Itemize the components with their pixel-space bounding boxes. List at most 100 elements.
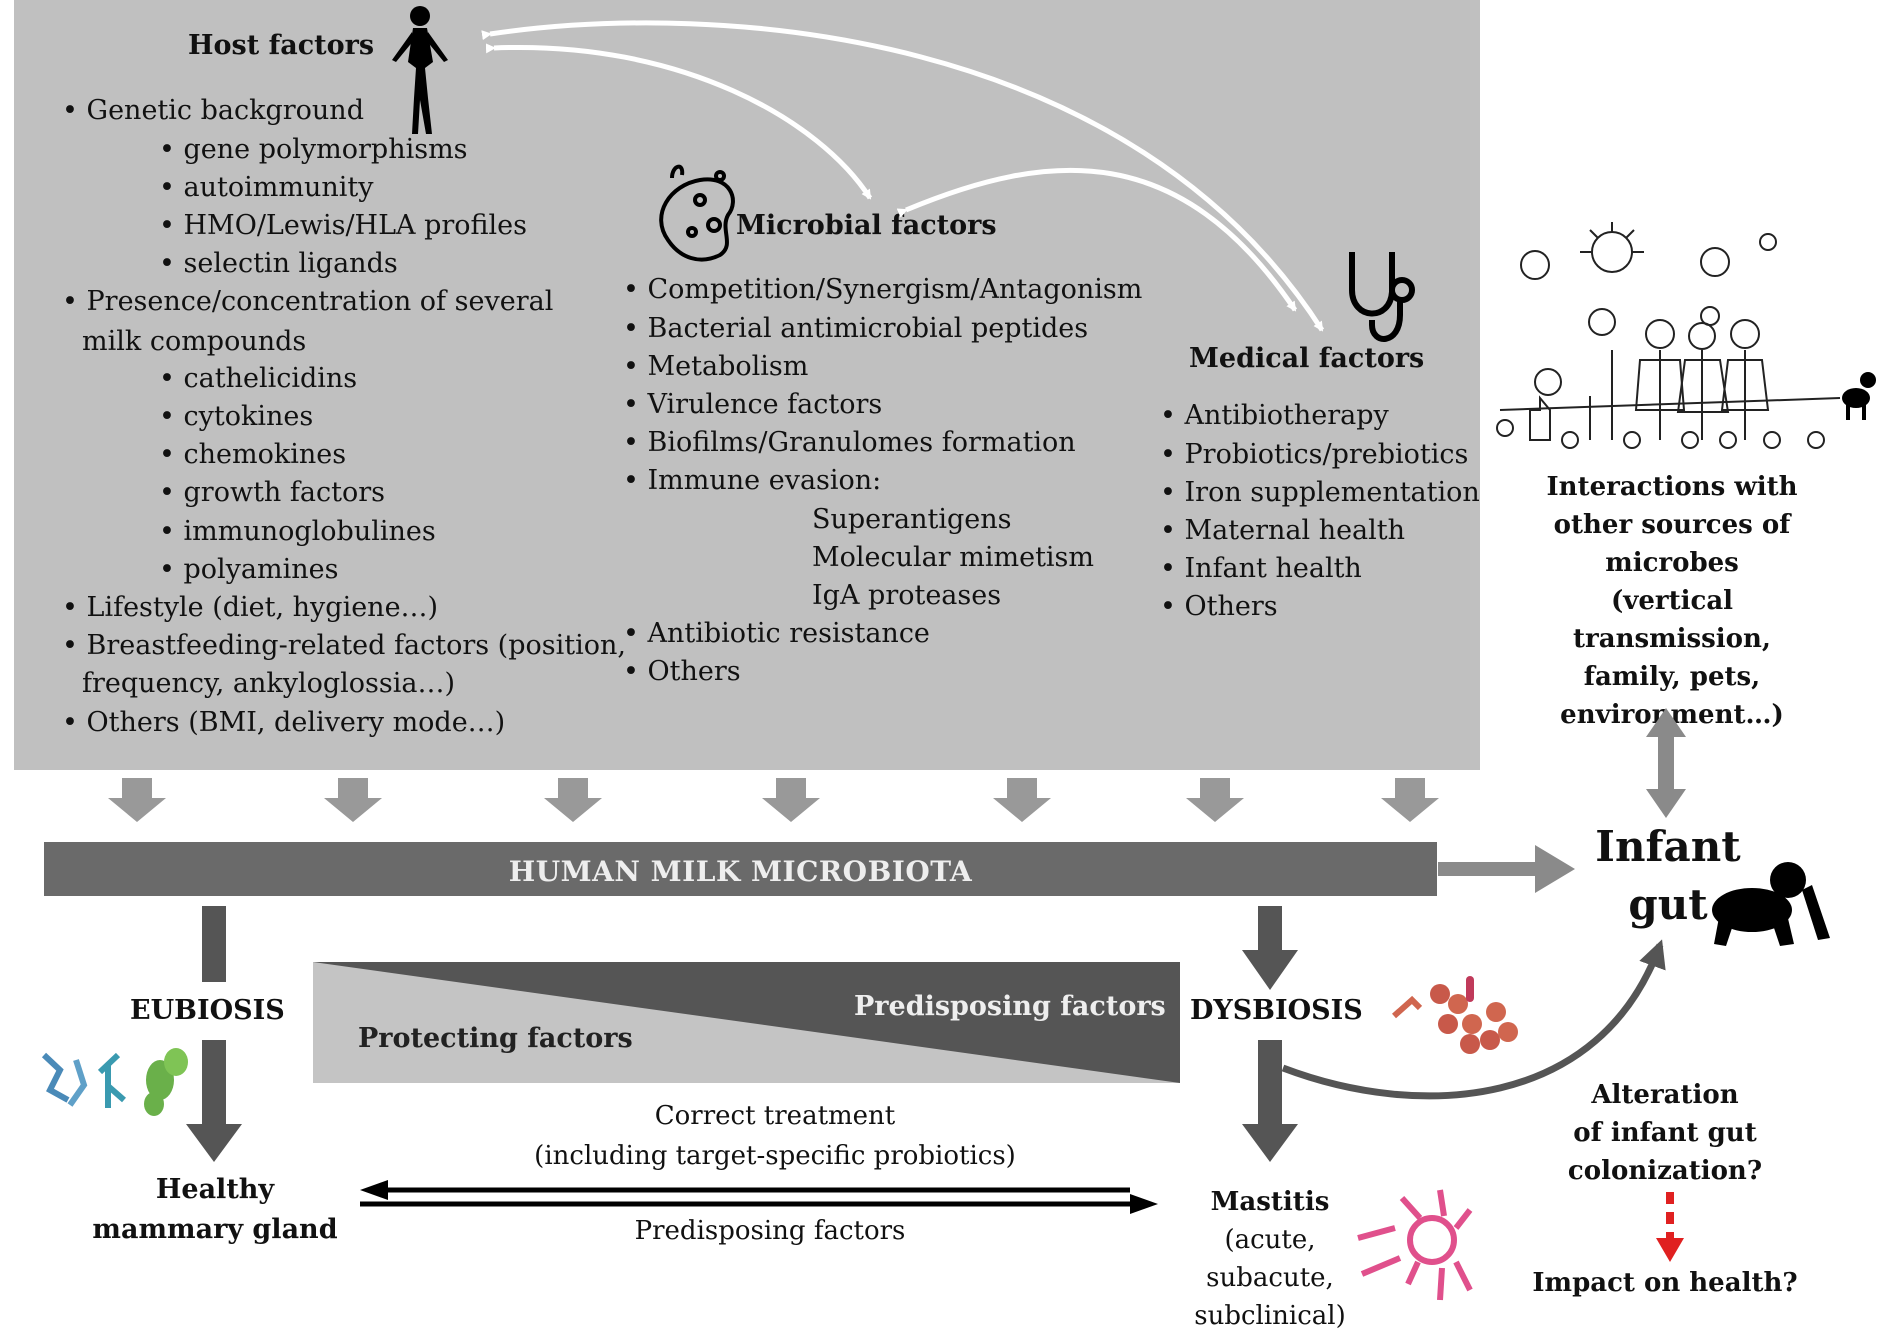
bar-to-dysbiosis-head <box>1242 950 1298 990</box>
microbe-icon <box>659 164 735 262</box>
crawling-baby-icon <box>1712 862 1830 946</box>
dysbiosis-arrows <box>1242 906 1298 1162</box>
down-arrow <box>993 778 1051 822</box>
bottom-arrows <box>360 1180 1158 1214</box>
interactions-line: other sources of <box>1553 510 1791 540</box>
host-item: • Breastfeeding-related factors (positio… <box>62 630 626 661</box>
eubiosis-label: EUBIOSIS <box>130 995 285 1026</box>
microbial-medical-arrow <box>896 167 1298 312</box>
healthy-mammary-gland-label: Healthy mammary gland <box>90 1170 340 1250</box>
woman-silhouette-icon <box>392 6 448 134</box>
treatment-line: Correct treatment <box>654 1101 896 1131</box>
medical-item: • Others <box>1160 591 1278 622</box>
inflammation-icon <box>1357 1189 1473 1301</box>
red-dashed-arrow <box>1656 1192 1684 1262</box>
healthy-line: mammary gland <box>92 1214 338 1245</box>
medical-item: • Probiotics/prebiotics <box>1160 439 1469 470</box>
healthy-line: Healthy <box>155 1174 275 1205</box>
medical-item: • Infant health <box>1160 553 1362 584</box>
host-item: • gene polymorphisms <box>159 134 468 165</box>
microbial-item: • Metabolism <box>623 351 809 382</box>
infant-gut-line: Infant <box>1595 822 1741 871</box>
mastitis-line: (acute, <box>1224 1225 1316 1255</box>
down-arrow <box>1381 778 1439 822</box>
mastitis-line: subclinical) <box>1194 1301 1346 1331</box>
dysbiosis-label: DYSBIOSIS <box>1190 995 1363 1026</box>
interactions-line: (vertical transmission, <box>1573 586 1771 654</box>
protecting-triangle-label: Protecting factors <box>358 1023 633 1054</box>
microbial-item: • Antibiotic resistance <box>623 618 930 649</box>
mastitis-line: subacute, <box>1206 1263 1334 1293</box>
host-item: • autoimmunity <box>159 172 374 203</box>
interactions-line: family, pets, <box>1583 662 1761 692</box>
down-arrow <box>1186 778 1244 822</box>
microbial-item: • Immune evasion: <box>623 465 882 496</box>
down-arrow <box>108 778 166 822</box>
host-item: • cathelicidins <box>159 363 358 394</box>
impact-label: Impact on health? <box>1532 1268 1798 1298</box>
medical-item: • Iron supplementation <box>1160 477 1480 508</box>
human-milk-microbiota-bar: HUMAN MILK MICROBIOTA <box>44 842 1437 896</box>
host-item: frequency, ankyloglossia…) <box>82 668 456 699</box>
treatment-text: Correct treatment (including target-spec… <box>470 1096 1080 1176</box>
medical-item: • Antibiotherapy <box>1160 400 1389 431</box>
pathogen-bacteria-icon <box>1392 976 1518 1054</box>
predisposing-bottom-label: Predisposing factors <box>634 1216 906 1246</box>
microbial-item: • Virulence factors <box>623 389 883 420</box>
eubiosis-to-healthy-head <box>186 1124 242 1162</box>
host-microbial-arrow <box>485 43 873 200</box>
alteration-line: colonization? <box>1567 1156 1763 1186</box>
down-arrow <box>324 778 382 822</box>
host-item: • cytokines <box>159 401 314 432</box>
predisposing-arrow-head <box>1130 1194 1158 1214</box>
down-arrow <box>544 778 602 822</box>
treatment-line: (including target-specific probiotics) <box>534 1141 1016 1171</box>
host-medical-arrow <box>481 20 1325 332</box>
host-item: • growth factors <box>159 477 385 508</box>
family-drawing-icon <box>1496 222 1841 449</box>
dysbiosis-to-gut-arrow <box>1281 939 1666 1100</box>
microbial-item: • Biofilms/Granulomes formation <box>623 427 1076 458</box>
bar-to-eubiosis-stem <box>202 906 226 982</box>
treatment-arrow-head <box>360 1180 388 1200</box>
bar-to-gut-arrow <box>1438 845 1575 893</box>
down-arrows <box>108 778 1439 822</box>
host-item: • Others (BMI, delivery mode…) <box>62 707 506 738</box>
microbial-item: IgA proteases <box>812 580 1002 611</box>
mastitis-label: Mastitis (acute, subacute, subclinical) <box>1180 1183 1360 1335</box>
dysbiosis-to-mastitis-head <box>1242 1124 1298 1162</box>
alteration-label: Alteration of infant gut colonization? <box>1540 1076 1790 1190</box>
host-item: • immunoglobulines <box>159 516 436 547</box>
microbial-item: • Others <box>623 656 741 687</box>
host-item: • Presence/concentration of several <box>62 286 554 317</box>
microbial-item: Molecular mimetism <box>812 542 1095 573</box>
infant-gut-label: Infant gut <box>1588 818 1748 934</box>
host-item: milk compounds <box>82 326 307 357</box>
bar-label: HUMAN MILK MICROBIOTA <box>508 855 973 888</box>
stethoscope-icon <box>1349 252 1415 342</box>
alteration-line: Alteration <box>1591 1080 1739 1110</box>
host-item: • HMO/Lewis/HLA profiles <box>159 210 528 241</box>
interactions-gut-double-arrow <box>1646 708 1686 818</box>
mastitis-line: Mastitis <box>1210 1187 1330 1217</box>
eubiosis-arrows <box>186 906 242 1162</box>
medical-item: • Maternal health <box>1160 515 1406 546</box>
host-factors-title: Host factors <box>188 30 375 61</box>
down-arrow <box>762 778 820 822</box>
interactions-line: Interactions with <box>1546 472 1798 502</box>
host-item: • Lifestyle (diet, hygiene…) <box>62 592 439 623</box>
predisposing-triangle-label: Predisposing factors <box>854 991 1166 1022</box>
host-item: • polyamines <box>159 554 339 585</box>
host-item: • Genetic background <box>62 95 364 126</box>
bacteria-cluster-icon <box>41 1048 188 1116</box>
medical-factors-title: Medical factors <box>1189 343 1425 374</box>
infant-gut-line: gut <box>1628 880 1708 929</box>
alteration-line: of infant gut <box>1573 1118 1757 1148</box>
factor-interaction-arrows <box>481 20 1325 332</box>
dog-icon <box>1842 372 1876 420</box>
host-item: • selectin ligands <box>159 248 398 279</box>
microbial-item: Superantigens <box>812 504 1012 535</box>
host-item: • chemokines <box>159 439 347 470</box>
